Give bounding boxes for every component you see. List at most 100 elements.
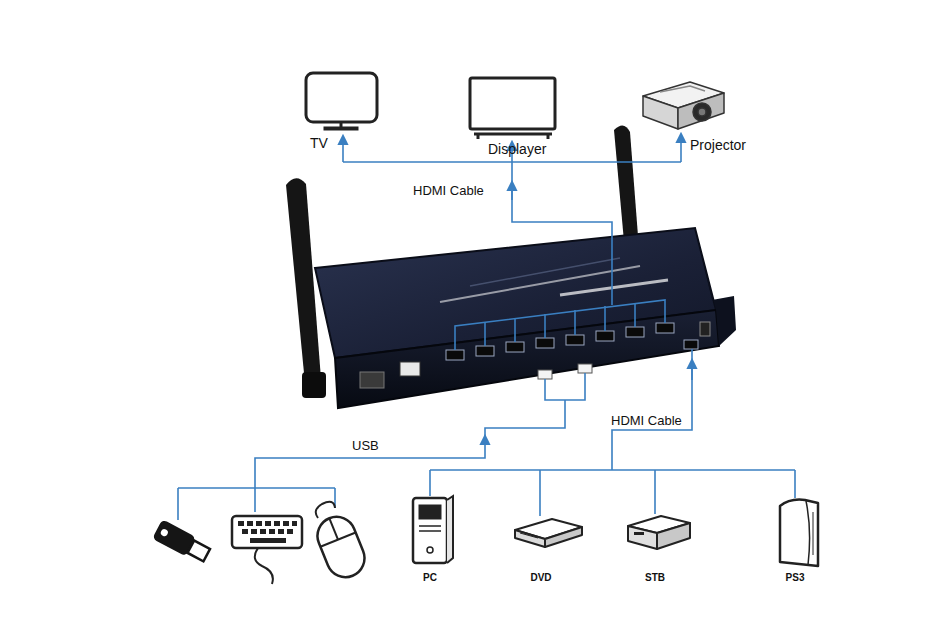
device-node: TV <box>300 68 388 156</box>
dvd-player-icon <box>520 533 538 538</box>
pc-tower-icon <box>419 505 441 519</box>
hdmi-input-wire <box>794 470 796 498</box>
hdmi-output-wire <box>544 314 546 338</box>
cable-label: USB <box>352 439 379 453</box>
hdmi-output-wire <box>455 300 665 350</box>
mouse-icon <box>329 518 338 539</box>
pc-tower-icon <box>447 496 453 563</box>
hdmi-switch-device <box>400 362 420 376</box>
pc-tower-icon <box>413 498 447 563</box>
ps3-console-icon <box>780 500 818 566</box>
hdmi-port <box>446 323 698 360</box>
hdmi-output-wire <box>512 162 612 305</box>
keyboard-icon <box>292 521 297 526</box>
keyboard-icon <box>251 529 257 534</box>
hdmi-port <box>656 323 674 333</box>
ps3-console-icon <box>806 501 810 565</box>
keyboard-icon <box>287 529 293 534</box>
usb-wire <box>545 373 585 400</box>
hdmi-input-wire <box>654 470 656 514</box>
hdmi-input-wire <box>429 470 431 496</box>
antenna <box>286 178 322 394</box>
keyboard-icon <box>265 521 271 526</box>
device-label: TV <box>310 136 328 151</box>
dvd-player-icon <box>515 530 545 547</box>
keyboard-icon <box>232 516 302 548</box>
projector-icon <box>643 96 678 129</box>
set-top-box-icon <box>634 532 644 535</box>
usb-stick-icon <box>152 519 212 565</box>
pc-tower-icon <box>419 525 441 527</box>
device-label: PC <box>405 572 455 583</box>
set-top-box-icon <box>657 523 690 549</box>
device-node: DVD <box>508 514 574 590</box>
hdmi-input-wire <box>612 349 692 470</box>
keyboard-icon <box>238 521 244 526</box>
mouse-icon <box>312 511 370 583</box>
usb-wire <box>255 400 565 488</box>
monitor-icon <box>547 134 550 139</box>
usb-port <box>538 370 552 379</box>
hdmi-port <box>566 335 584 345</box>
device-node: PS3 <box>770 496 820 590</box>
pc-tower-icon <box>427 547 433 553</box>
keyboard-icon <box>238 521 297 543</box>
device-label: STB <box>622 572 688 583</box>
set-top-box-icon <box>628 516 690 549</box>
hdmi-port <box>446 350 464 360</box>
tv-icon <box>306 73 377 130</box>
monitor-icon <box>474 133 552 136</box>
usb-wire <box>178 487 335 489</box>
keyboard-icon <box>269 529 275 534</box>
hdmi-switch-device <box>560 280 668 295</box>
mouse-icon <box>312 502 370 583</box>
usb-wire <box>178 373 585 520</box>
usb-port <box>578 364 592 373</box>
dvd-player-icon <box>545 527 582 547</box>
hdmi-switch-device <box>440 266 640 302</box>
hdmi-port <box>684 340 698 349</box>
projector-icon <box>698 108 706 116</box>
cable-label: HDMI Cable <box>611 414 682 428</box>
device-label: Displayer <box>488 142 546 157</box>
ps3-console-icon <box>813 512 814 555</box>
hdmi-switch-device <box>360 372 384 388</box>
projector-icon <box>660 86 705 92</box>
cable-label: HDMI Cable <box>413 184 484 198</box>
keyboard-icon <box>250 538 286 543</box>
hdmi-output-wire <box>343 161 681 163</box>
device-node: Projector <box>635 78 755 156</box>
keyboard-icon <box>260 529 266 534</box>
hdmi-output-wire <box>511 182 513 200</box>
usb-stick-icon <box>160 528 169 537</box>
hdmi-input-wire <box>430 469 795 471</box>
device-label: DVD <box>508 572 574 583</box>
keyboard-icon <box>283 521 289 526</box>
hdmi-output-wire <box>680 134 682 162</box>
monitor-icon <box>470 78 555 129</box>
hdmi-switch-device <box>315 228 736 408</box>
hdmi-output-wire <box>604 306 606 331</box>
hdmi-output-wire <box>514 318 516 342</box>
mouse-icon <box>316 502 335 518</box>
projector-icon <box>678 93 724 129</box>
usb-port <box>538 364 592 379</box>
hdmi-output-wire <box>574 310 576 335</box>
hdmi-port <box>626 327 644 337</box>
hdmi-switch-device <box>695 228 736 346</box>
device-node: PC <box>405 494 455 590</box>
monitor-icon <box>470 78 555 139</box>
keyboard-icon <box>255 548 273 584</box>
keyboard-icon <box>256 521 262 526</box>
hdmi-output-wire <box>484 322 486 346</box>
device-node: Displayer <box>465 72 565 162</box>
keyboard-icon <box>247 521 253 526</box>
monitor-icon <box>477 134 480 139</box>
keyboard-icon <box>242 529 248 534</box>
projector-icon <box>643 82 724 129</box>
usb-wire <box>177 488 179 520</box>
keyboard-icon <box>274 521 280 526</box>
hdmi-port <box>476 346 494 356</box>
